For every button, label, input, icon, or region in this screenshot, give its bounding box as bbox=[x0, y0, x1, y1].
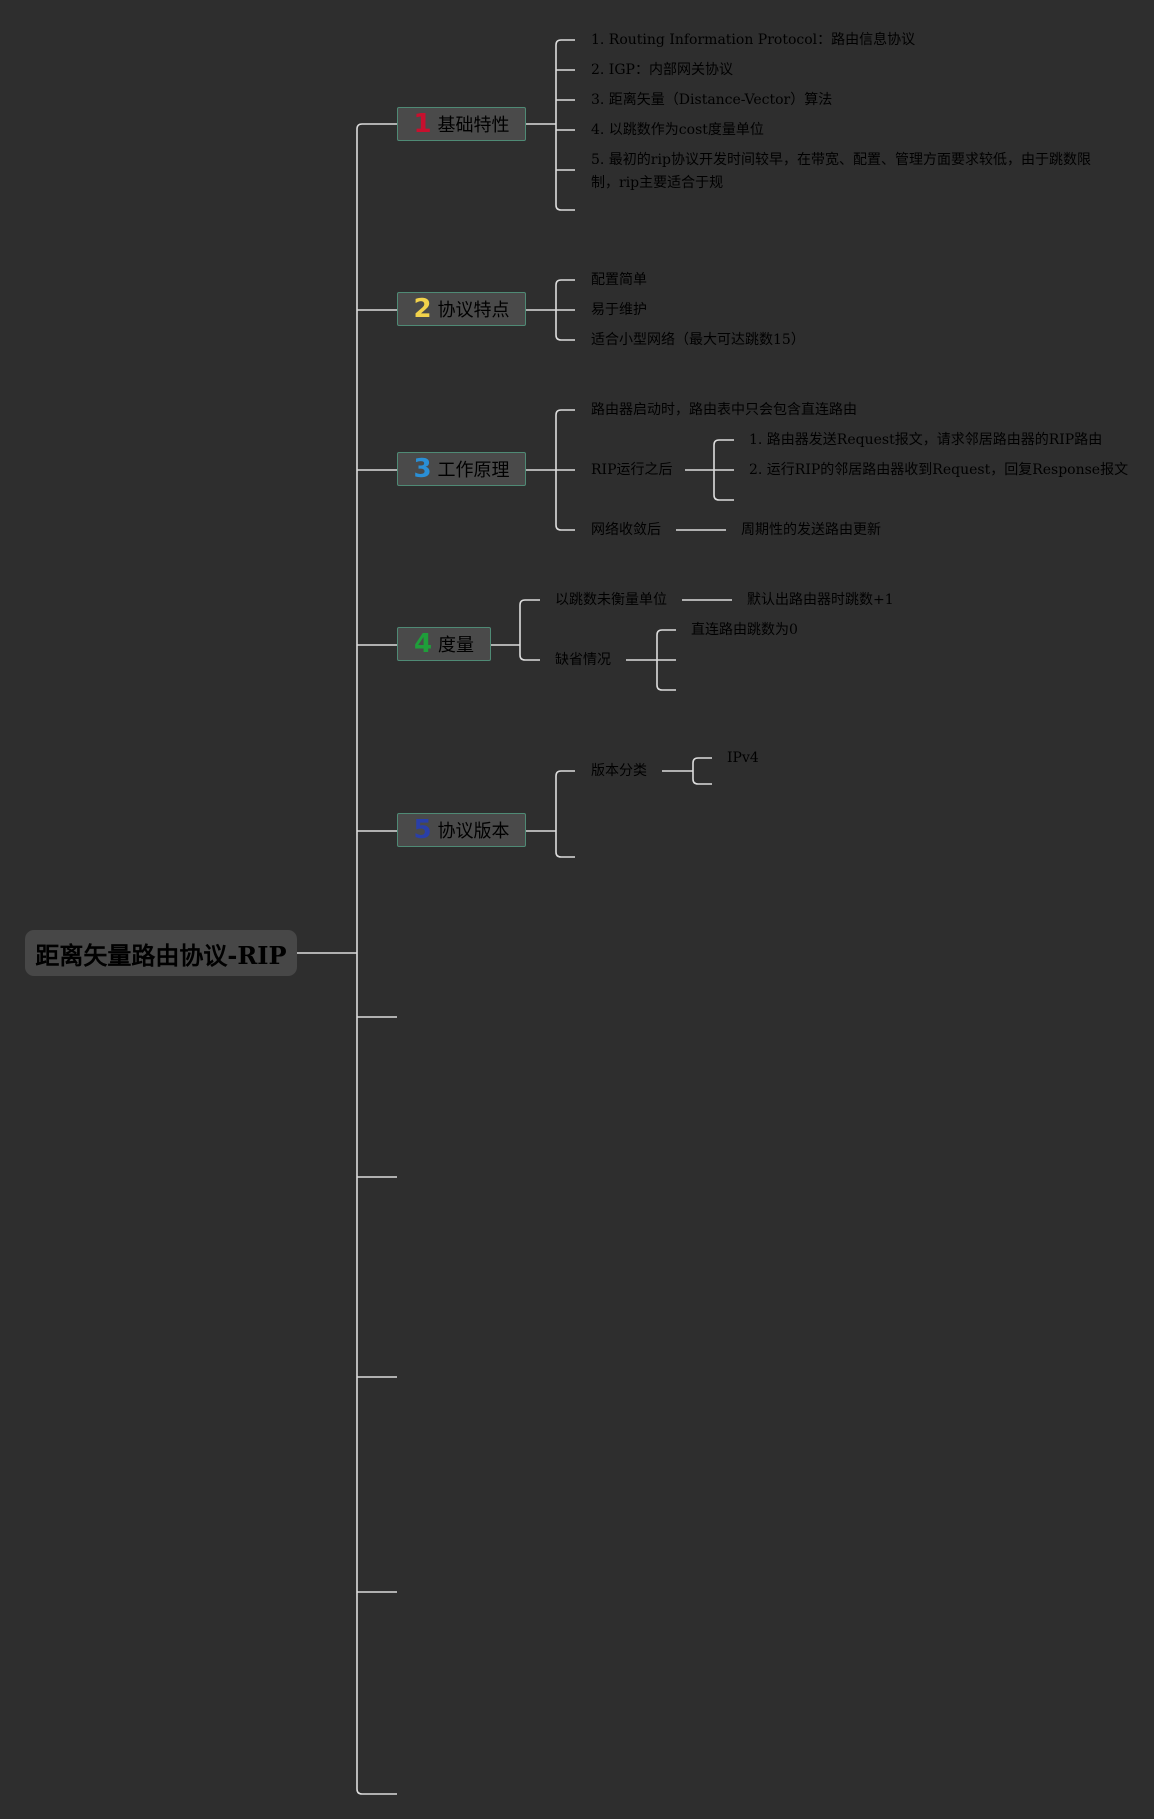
principle-startup[interactable]: 路由器启动时，路由表中只会包含直连路由 bbox=[591, 402, 857, 418]
after-run-item[interactable]: 2. 运行RIP的邻居路由器收到Request，回复Response报文 bbox=[749, 462, 1129, 478]
branch-metric[interactable]: 4 度量 bbox=[397, 627, 491, 661]
principle-converged[interactable]: 网络收敛后 bbox=[591, 522, 661, 538]
basic-item[interactable]: 1. Routing Information Protocol：路由信息协议 bbox=[591, 32, 916, 48]
branch-label: 工作原理 bbox=[437, 460, 510, 481]
branch-number: 2 bbox=[413, 294, 432, 324]
branch-label: 基础特性 bbox=[437, 115, 510, 136]
branch-label: 协议特点 bbox=[437, 300, 510, 321]
metric-default[interactable]: 缺省情况 bbox=[555, 652, 611, 668]
default-item[interactable]: 直连路由跳数为0 bbox=[691, 622, 798, 638]
branch-number: 1 bbox=[413, 109, 432, 139]
after-run-item[interactable]: 1. 路由器发送Request报文，请求邻居路由器的RIP路由 bbox=[749, 432, 1103, 448]
feature-item[interactable]: 易于维护 bbox=[591, 302, 647, 318]
root-topic[interactable]: 距离矢量路由协议-RIP bbox=[25, 930, 297, 976]
basic-item[interactable]: 5. 最初的rip协议开发时间较早，在带宽、配置、管理方面要求较低，由于跳数限制… bbox=[591, 152, 1091, 191]
hop-unit-item[interactable]: 默认出路由器时跳数+1 bbox=[747, 592, 894, 608]
branch-number: 5 bbox=[413, 815, 432, 845]
basic-item[interactable]: 4. 以跳数作为cost度量单位 bbox=[591, 122, 764, 138]
metric-hop-unit[interactable]: 以跳数未衡量单位 bbox=[555, 592, 667, 608]
branch-number: 3 bbox=[413, 454, 432, 484]
branch-protocol-version[interactable]: 5 协议版本 bbox=[397, 813, 526, 847]
converged-item[interactable]: 周期性的发送路由更新 bbox=[741, 522, 881, 538]
basic-item[interactable]: 3. 距离矢量（Distance-Vector）算法 bbox=[591, 92, 833, 108]
branch-label: 度量 bbox=[438, 635, 475, 656]
root-title: 距离矢量路由协议-RIP bbox=[35, 940, 287, 970]
branch-number: 4 bbox=[413, 629, 433, 659]
basic-item[interactable]: 2. IGP：内部网关协议 bbox=[591, 62, 733, 78]
branch-protocol-features[interactable]: 2 协议特点 bbox=[397, 292, 526, 326]
branch-working-principle[interactable]: 3 工作原理 bbox=[397, 452, 526, 486]
version-item[interactable]: IPv4 bbox=[727, 750, 759, 766]
feature-item[interactable]: 适合小型网络（最大可达跳数15） bbox=[591, 332, 805, 348]
principle-after-run[interactable]: RIP运行之后 bbox=[591, 462, 673, 478]
version-category[interactable]: 版本分类 bbox=[591, 763, 647, 779]
branch-basic-features[interactable]: 1 基础特性 bbox=[397, 107, 526, 141]
branch-label: 协议版本 bbox=[437, 821, 510, 842]
feature-item[interactable]: 配置简单 bbox=[591, 272, 647, 288]
